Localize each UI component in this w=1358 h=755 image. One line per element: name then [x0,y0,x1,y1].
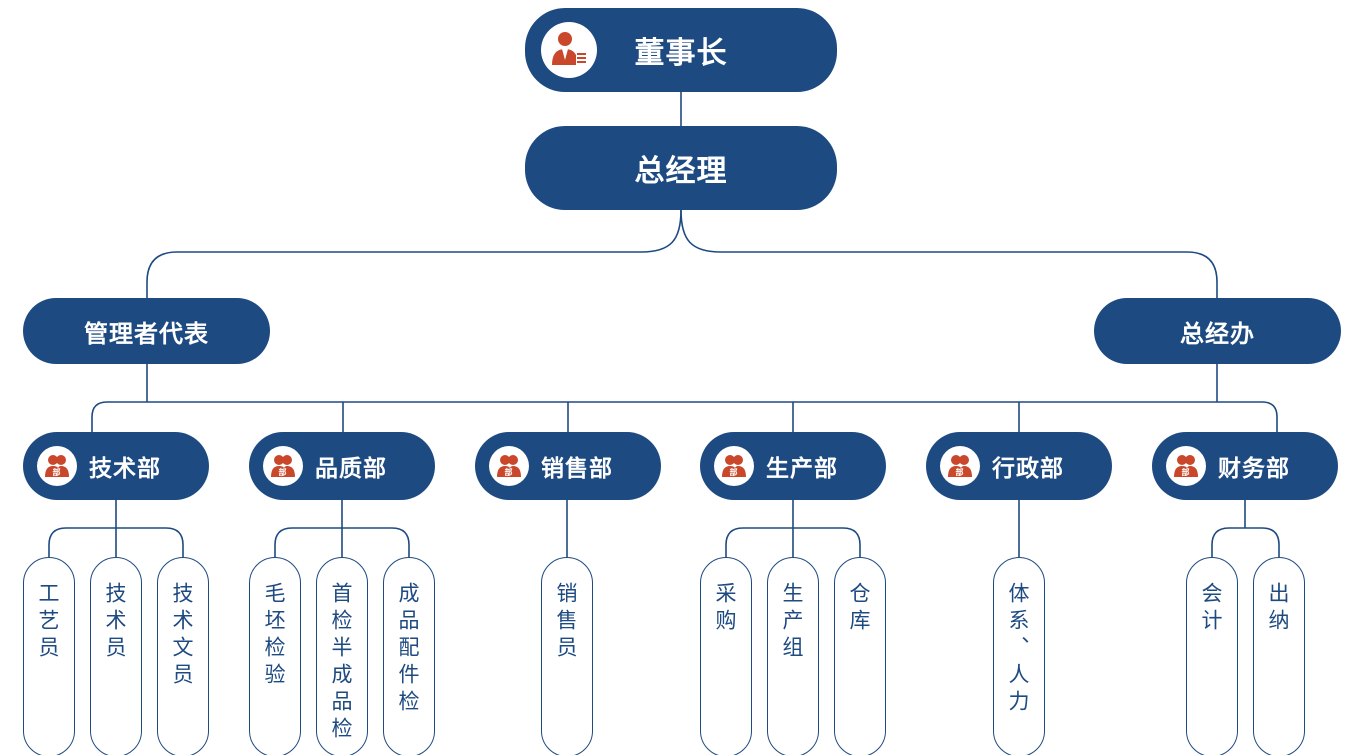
member-label: 技术文员 [170,582,194,690]
general-office-label: 总经办 [1180,319,1255,348]
department-people-icon: 部 [489,446,529,486]
member-label: 首检半成品检 [329,582,353,744]
department-node-finance: 部 财务部 [1152,432,1338,500]
department-people-icon: 部 [714,446,754,486]
svg-text:部: 部 [505,467,514,477]
department-label: 销售部 [541,456,613,482]
member-label: 采购 [713,582,737,636]
member-label: 毛坯检验 [262,582,286,690]
member-label: 会计 [1199,582,1223,636]
department-people-icon: 部 [37,446,77,486]
member-node-blank-inspection: 毛坯检验 [249,557,301,755]
department-bus [91,401,1278,432]
chairman-label: 董事长 [634,36,728,71]
member-node-craftsman: 工艺员 [23,557,75,755]
member-label: 生产组 [780,582,804,663]
department-label: 技术部 [89,456,161,482]
department-label: 生产部 [766,456,838,482]
general-office-node: 总经办 [1094,298,1341,364]
department-people-icon: 部 [263,446,303,486]
member-label: 销售员 [554,582,578,663]
member-node-technician: 技术员 [90,557,142,755]
connector-finance-members [1211,500,1280,557]
connector-qa-members [274,500,410,557]
member-label: 工艺员 [36,582,60,663]
connector-gm-management-rep [146,209,682,298]
svg-text:部: 部 [1182,467,1191,477]
svg-text:部: 部 [956,467,965,477]
department-node-tech: 部 技术部 [23,432,209,500]
general-manager-node: 总经理 [525,126,837,210]
svg-text:部: 部 [730,467,739,477]
member-label: 成品配件检 [396,582,420,717]
department-label: 品质部 [315,456,387,482]
department-node-admin: 部 行政部 [926,432,1112,500]
department-node-quality: 部 品质部 [249,432,435,500]
executive-person-icon [541,22,597,78]
member-node-first-inspection: 首检半成品检 [316,557,368,755]
member-label: 出纳 [1266,582,1290,636]
member-node-production-team: 生产组 [767,557,819,755]
department-node-sales: 部 销售部 [475,432,661,500]
connector-tech-members [48,500,184,557]
member-node-finished-inspection: 成品配件检 [383,557,435,755]
department-people-icon: 部 [940,446,980,486]
member-node-tech-clerk: 技术文员 [157,557,209,755]
department-label: 行政部 [992,456,1064,482]
member-node-warehouse: 仓库 [834,557,886,755]
member-label: 体系、人力 [1006,582,1030,717]
department-label: 财务部 [1218,456,1290,482]
department-node-production: 部 生产部 [700,432,886,500]
management-rep-label: 管理者代表 [84,319,209,348]
svg-text:部: 部 [279,467,288,477]
connector-gm-general-office [680,209,1218,298]
member-label: 仓库 [847,582,871,636]
department-people-icon: 部 [1166,446,1206,486]
member-label: 技术员 [103,582,127,663]
member-node-cashier: 出纳 [1253,557,1305,755]
connector-production-members [725,500,861,557]
member-node-salesperson: 销售员 [541,557,593,755]
management-rep-node: 管理者代表 [23,298,270,364]
member-node-system-hr: 体系、人力 [993,557,1045,755]
member-node-accountant: 会计 [1186,557,1238,755]
svg-text:部: 部 [53,467,62,477]
member-node-purchasing: 采购 [700,557,752,755]
chairman-node: 董事长 [525,8,837,92]
general-manager-label: 总经理 [634,154,728,189]
